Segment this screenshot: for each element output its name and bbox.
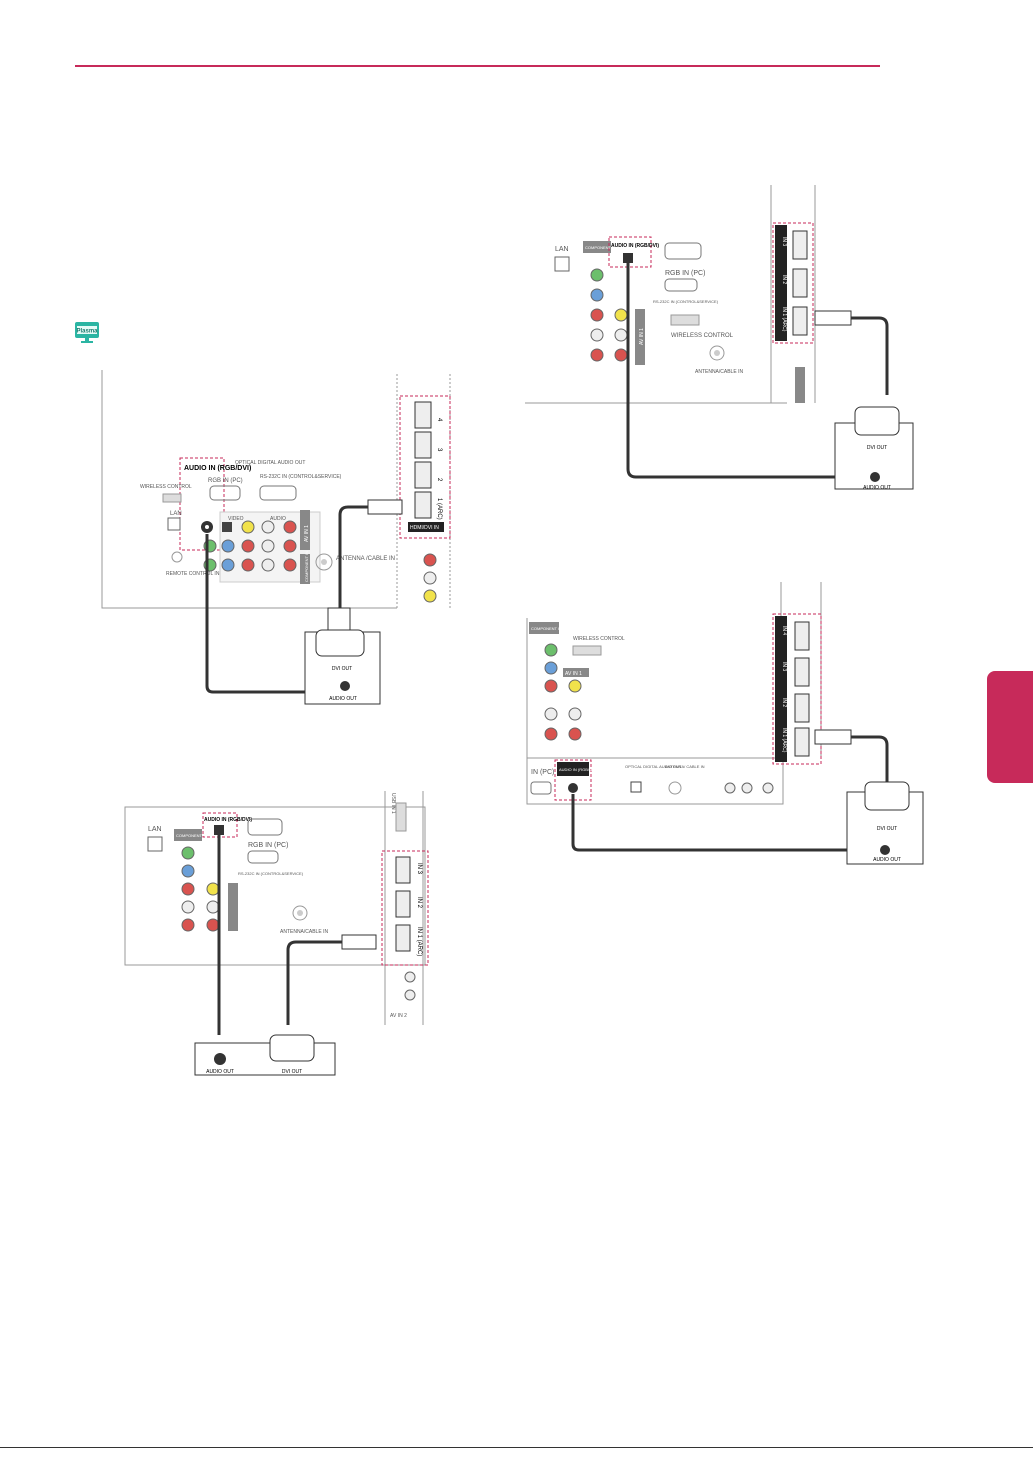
figure-2-connection-diagram: LAN COMPONENT IN AUDIO IN (RGB/DVI) RGB … bbox=[124, 791, 429, 1076]
hdmi-label: HDMI/DVI IN bbox=[410, 525, 439, 531]
audio-out-label: AUDIO OUT bbox=[206, 1069, 234, 1075]
video-label: VIDEO bbox=[228, 516, 244, 522]
wireless-label: WIRELESS CONTROL bbox=[573, 636, 625, 642]
figure-3-connection-diagram: LAN COMPONENT IN AV IN 1 AUDIO IN (RGB/D… bbox=[525, 185, 914, 491]
hdmi-highlight bbox=[772, 222, 814, 344]
audio-in-highlight bbox=[608, 236, 652, 268]
audio-in-label: AUDIO IN (RGB/DVI) bbox=[184, 465, 251, 472]
lan-label: LAN bbox=[148, 826, 162, 833]
audio-in-highlight bbox=[179, 457, 225, 551]
rs232-label: RS-232C IN (CONTROL&SERVICE) bbox=[260, 474, 342, 480]
dvi-out-label: DVI OUT bbox=[332, 666, 352, 672]
wireless-label: WIRELESS CONTROL bbox=[671, 333, 734, 339]
dvi-connector bbox=[854, 406, 900, 436]
rs232-label: RS-232C IN (CONTROL&SERVICE) bbox=[653, 299, 719, 304]
audio-out-label: AUDIO OUT bbox=[863, 485, 891, 491]
hdmi-plug bbox=[814, 310, 852, 326]
usb-label: USB IN 1 bbox=[390, 793, 396, 814]
av-in-label: AV IN 1 bbox=[304, 525, 310, 542]
dvi-connector bbox=[315, 629, 365, 657]
hdmi-3-label: IN 3 bbox=[781, 237, 787, 246]
audio-out-jack bbox=[214, 1053, 226, 1065]
hdmi-2-label: IN 2 bbox=[781, 698, 787, 707]
component-label: COMPONENT IN bbox=[176, 833, 207, 838]
antenna-label: ANTENNA/CABLE IN bbox=[695, 369, 743, 375]
hdmi-highlight bbox=[399, 395, 451, 539]
hdmi-2-label: IN 2 bbox=[416, 897, 422, 909]
rgb-in-label: RGB IN (PC) bbox=[665, 270, 705, 277]
hdmi-3-label: IN 3 bbox=[416, 863, 422, 875]
av-in-label: AV IN 1 bbox=[565, 671, 582, 677]
audio-out-label: AUDIO OUT bbox=[329, 696, 357, 702]
hdmi-plug bbox=[814, 729, 852, 745]
hdmi-ports bbox=[794, 621, 810, 757]
hdmi-1-label: IN 1 (ARC) bbox=[416, 927, 422, 956]
hdmi-highlight bbox=[381, 850, 429, 966]
hdmi-plug bbox=[341, 934, 377, 950]
component-label: COMPONENT IN bbox=[304, 551, 309, 582]
hdmi-1-label: IN 1 (ARC) bbox=[781, 728, 787, 753]
dvi-out-label: DVI OUT bbox=[867, 445, 887, 451]
monitor-icon: Plasma bbox=[75, 322, 99, 343]
audio-out-jack bbox=[880, 845, 890, 855]
component-label: COMPONENT IN bbox=[531, 626, 562, 631]
audio-in-label: AUDIO IN (RGB/DVI) bbox=[559, 767, 598, 772]
hdmi-3-label: IN 3 bbox=[781, 662, 787, 671]
audio-in-highlight bbox=[554, 759, 592, 801]
hdmi-highlight bbox=[772, 613, 822, 765]
audio-out-jack bbox=[340, 681, 350, 691]
component-jacks bbox=[181, 846, 220, 932]
header-rule bbox=[75, 65, 880, 67]
dvi-out-label: DVI OUT bbox=[877, 826, 897, 832]
rgb-in-label: RGB IN (PC) bbox=[208, 478, 243, 484]
optical-label: OPTICAL DIGITAL AUDIO OUT bbox=[235, 460, 305, 466]
hdmi-plug bbox=[367, 499, 403, 515]
component-jacks bbox=[590, 268, 628, 362]
rs232-label: RS-232C IN (CONTROL&SERVICE) bbox=[238, 871, 304, 876]
dvi-connector bbox=[864, 781, 910, 811]
audio-in-label: AUDIO IN (RGB/DVI) bbox=[204, 817, 252, 823]
hdmi-ports bbox=[395, 856, 411, 952]
lan-label: LAN bbox=[555, 246, 569, 253]
section-tab bbox=[987, 671, 1033, 783]
rgb-in-label: RGB IN (PC) bbox=[248, 842, 288, 849]
hdmi-ports bbox=[792, 230, 808, 336]
av-in-label: AV IN 1 bbox=[639, 328, 645, 345]
port-2-label: 2 bbox=[436, 478, 442, 482]
lan-label: LAN bbox=[170, 511, 182, 517]
antenna-label: ANTENNA/CABLE IN bbox=[280, 929, 328, 935]
audio-out-jack bbox=[870, 472, 880, 482]
antenna-label: ANTENNA /CABLE IN bbox=[336, 556, 395, 562]
footer-rule bbox=[0, 1447, 1033, 1448]
remote-label: REMOTE CONTROL IN bbox=[166, 571, 220, 577]
audio-out-label: AUDIO OUT bbox=[873, 857, 901, 863]
figure-4-connection-diagram: COMPONENT IN WIRELESS CONTROL AV IN 1 IN… bbox=[526, 582, 924, 865]
hdmi-4-label: IN 4 bbox=[781, 626, 787, 635]
dvi-connector bbox=[269, 1034, 315, 1062]
audio-in-label: AUDIO IN (RGB/DVI) bbox=[611, 243, 659, 249]
component-jacks bbox=[544, 643, 582, 741]
dvi-out-label: DVI OUT bbox=[282, 1069, 302, 1075]
optical-label: OPTICAL DIGITAL AUDIO OUT bbox=[625, 764, 682, 769]
plasma-label: Plasma bbox=[76, 329, 98, 335]
hdmi-ports bbox=[414, 401, 432, 519]
component-label: COMPONENT IN bbox=[585, 245, 616, 250]
av-jacks bbox=[203, 520, 297, 572]
wireless-label: WIRELESS CONTROL bbox=[140, 484, 192, 490]
rgb-in-label: IN (PC) bbox=[531, 769, 554, 776]
port-arc-label: 1 (ARC) bbox=[436, 498, 442, 520]
av-in-label: AV IN 2 bbox=[390, 1013, 407, 1019]
port-4-label: 4 bbox=[436, 418, 442, 422]
hdmi-2-label: IN 2 bbox=[781, 275, 787, 284]
antenna-label: ANTENNA/ CABLE IN bbox=[665, 764, 705, 769]
hdmi-1-label: IN 1 (ARC) bbox=[781, 307, 787, 332]
figure-1-connection-diagram: AUDIO IN (RGB/DVI) OPTICAL DIGITAL AUDIO… bbox=[101, 370, 451, 705]
audio-label: AUDIO bbox=[270, 516, 286, 522]
port-3-label: 3 bbox=[436, 448, 442, 452]
